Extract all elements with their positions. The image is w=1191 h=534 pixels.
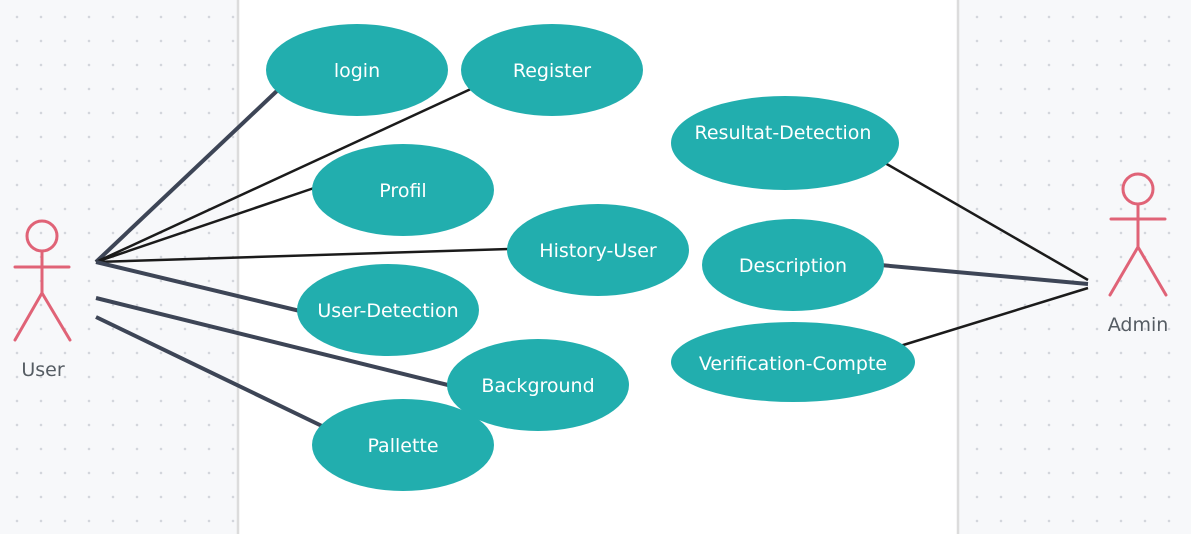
actor-user-label: User xyxy=(21,359,64,381)
admin-stick-figure-icon xyxy=(1108,172,1168,297)
use-case-verification-compte[interactable]: Verification-Compte xyxy=(671,322,915,402)
use-case-description[interactable]: Description xyxy=(702,219,884,311)
use-case-login[interactable]: login xyxy=(266,24,448,116)
use-case-label: History-User xyxy=(539,240,657,262)
link-user-profil xyxy=(95,185,318,264)
link-user-register xyxy=(95,86,474,264)
use-case-register[interactable]: Register xyxy=(461,24,643,116)
use-case-label: Register xyxy=(513,60,591,82)
use-case-label: Description xyxy=(739,255,847,277)
actor-admin-label: Admin xyxy=(1108,314,1169,336)
use-case-label: User-Detection xyxy=(317,300,458,322)
link-user-background xyxy=(95,296,453,388)
use-case-label: Background xyxy=(481,375,594,397)
link-user-history xyxy=(95,247,511,264)
link-admin-description xyxy=(879,263,1089,286)
link-user-login xyxy=(94,86,282,264)
link-admin-verification xyxy=(899,286,1089,348)
use-case-label: Pallette xyxy=(367,435,438,457)
use-case-label: Resultat-Detection xyxy=(695,122,872,144)
use-case-user-detection[interactable]: User-Detection xyxy=(297,264,479,356)
associations xyxy=(94,86,1089,429)
user-stick-figure-icon xyxy=(13,219,72,342)
actor-admin[interactable]: Admin xyxy=(1108,172,1169,336)
use-case-label: login xyxy=(334,60,380,82)
use-case-label: Profil xyxy=(379,180,426,202)
use-case-history-user[interactable]: History-User xyxy=(507,204,689,296)
use-case-profil[interactable]: Profil xyxy=(312,144,494,236)
use-case-resultat-detection[interactable]: Resultat-Detection xyxy=(671,96,899,190)
use-case-pallette[interactable]: Pallette xyxy=(312,399,494,491)
link-user-pallette xyxy=(95,315,325,429)
use-case-label: Verification-Compte xyxy=(699,353,887,375)
link-user-detection xyxy=(95,260,301,313)
actor-user[interactable]: User xyxy=(13,219,72,381)
link-admin-resultat xyxy=(884,161,1089,282)
use-case-background[interactable]: Background xyxy=(447,339,629,431)
